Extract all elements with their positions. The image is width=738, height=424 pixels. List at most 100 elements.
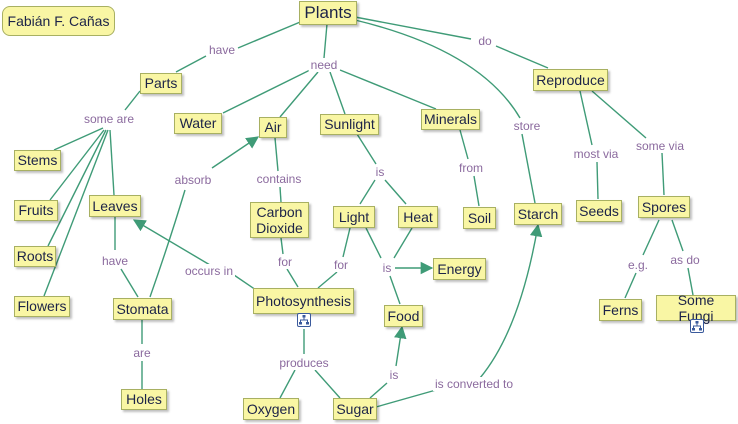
concept-fruits[interactable]: Fruits [14,200,58,221]
link-is: is [373,165,387,179]
line-co2-for [280,237,284,255]
link-contains: contains [254,172,304,186]
link-for: for [331,258,351,272]
line-from-soil [473,175,480,207]
concept-flowers[interactable]: Flowers [14,296,70,317]
line-somevia-spores [661,152,665,196]
concept-plants[interactable]: Plants [299,1,357,25]
concept-air[interactable]: Air [259,117,287,138]
line-sugar-converted [375,389,437,408]
concept-sugar[interactable]: Sugar [333,398,377,420]
line-heat-is [393,227,413,259]
concept-heat[interactable]: Heat [398,206,438,228]
link-as-do: as do [668,253,702,267]
line-parts-someare [124,90,141,111]
link-need: need [308,58,340,72]
line-someare-roots [47,129,107,247]
line-stomata-absorb [149,189,186,298]
concept-seeds[interactable]: Seeds [576,200,622,222]
line-air-contains [274,137,279,172]
link-absorb: absorb [172,173,214,187]
line-absorb-air [211,136,260,169]
link-do: do [476,34,494,48]
line-need-air [279,71,319,118]
concept-spores[interactable]: Spores [638,196,690,218]
line-contains-co2 [279,186,282,203]
link-some-via: some via [633,139,687,153]
link-for: for [275,255,295,269]
line-reproduce-somevia [591,90,647,139]
line-sugar-is [369,382,388,399]
line-someare-stems [53,127,104,151]
cmap-resource-icon[interactable] [297,313,311,327]
line-photo-occursin [233,274,257,291]
concept-parts[interactable]: Parts [140,73,182,94]
concept-sunlight[interactable]: Sunlight [320,114,379,135]
link-produces: produces [277,356,331,370]
line-spores-eg [642,219,660,256]
concept-carbon-dioxide[interactable]: Carbon Dioxide [250,202,309,238]
link-most-via: most via [571,147,621,161]
line-someare-leaves [109,129,115,196]
line-is-food2 [394,325,407,367]
line-occursin-leaves [132,219,211,266]
concept-light[interactable]: Light [333,206,375,228]
link-some-are: some are [81,112,137,126]
concept-holes[interactable]: Holes [121,389,167,410]
line-asdo-fungi [687,267,694,296]
link-occurs-in: occurs in [182,264,236,278]
line-is-heat [384,179,407,205]
link-are: are [131,346,153,360]
line-have-parts [175,55,207,73]
cmap-resource-icon[interactable] [690,319,704,333]
concept-water[interactable]: Water [174,113,222,134]
link-have: have [99,254,131,268]
line-need-sunlight [329,71,346,115]
author-label: Fabián F. Cañas [2,6,115,36]
concept-minerals[interactable]: Minerals [421,109,480,130]
concept-leaves[interactable]: Leaves [89,195,141,217]
line-is-food [389,275,401,305]
concept-some-fungi[interactable]: Some Fungi [656,292,736,324]
line-plants-have [237,19,306,49]
line-produces-sugar [314,369,341,399]
concept-energy[interactable]: Energy [433,258,486,280]
link-is: is [380,261,394,275]
line-someare-flowers [43,129,109,297]
link-store: store [511,119,543,133]
concept-soil[interactable]: Soil [463,207,496,229]
concept-ferns[interactable]: Ferns [599,299,642,321]
line-do-reproduce [495,45,549,69]
line-minerals-from [459,129,469,160]
concept-stomata[interactable]: Stomata [113,298,172,320]
line-need-minerals [339,69,437,110]
line-for-photo2 [317,271,338,289]
concept-photosynthesis[interactable]: Photosynthesis [253,288,354,314]
line-plants-need [323,23,328,59]
concept-food[interactable]: Food [384,305,423,327]
concept-oxygen[interactable]: Oxygen [243,398,299,420]
line-someare-fruits [49,129,105,201]
link-have: have [206,43,238,57]
concept-starch[interactable]: Starch [514,203,562,225]
concept-reproduce[interactable]: Reproduce [533,69,608,91]
link-from: from [457,161,485,175]
line-plants-do [354,16,472,40]
line-need-water [222,69,311,114]
concept-stems[interactable]: Stems [14,150,61,171]
line-plants-store [354,19,521,119]
concept-roots[interactable]: Roots [14,246,56,267]
line-reproduce-mostvia [579,90,593,146]
line-is-light [359,179,376,205]
line-sunlight-is [356,133,377,165]
line-have-stomata [120,268,139,298]
line-for-photo [286,268,299,288]
line-light-is [365,227,382,259]
line-converted-starch [479,223,543,379]
line-produces-oxygen [279,369,296,399]
link-is: is [387,368,401,382]
line-eg-ferns [624,272,637,299]
line-mostvia-seeds [596,161,599,200]
link-is-converted-to: is converted to [432,377,516,391]
